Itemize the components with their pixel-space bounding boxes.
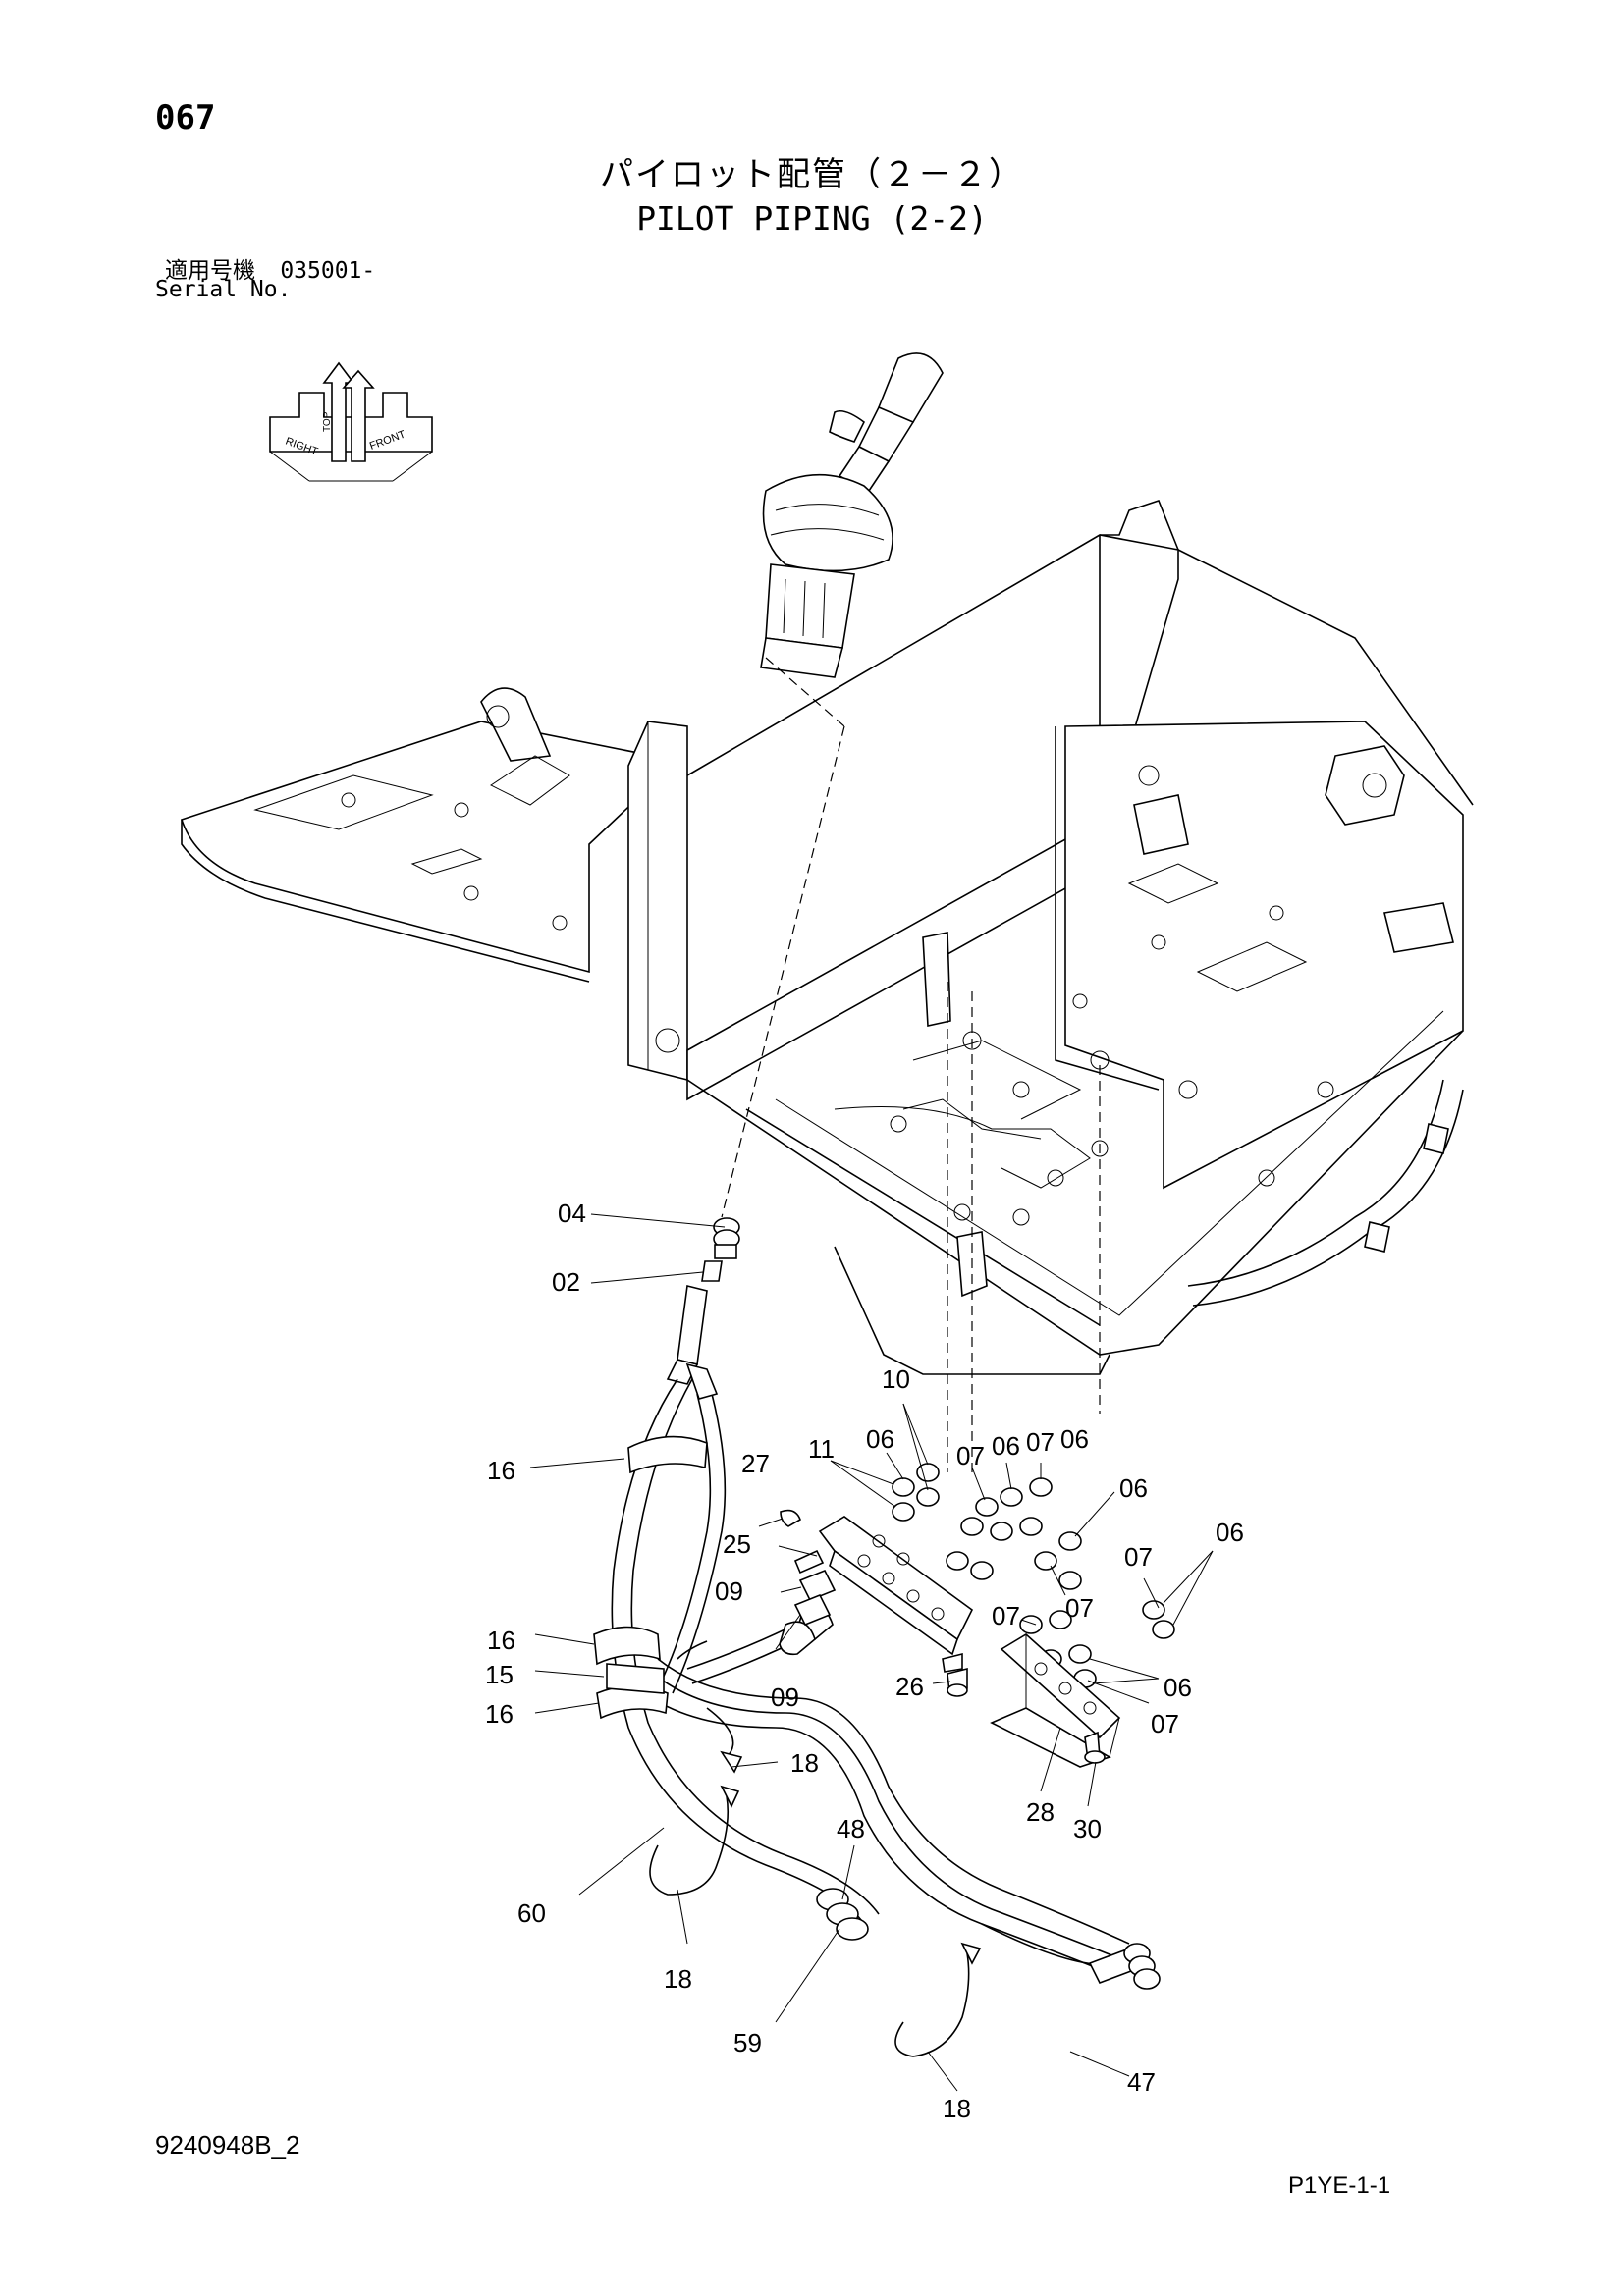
serial-row: 適用号機 035001- [165, 251, 375, 285]
callout-18: 18 [664, 1964, 692, 1994]
serial-label-jp: 適用号機 [165, 258, 255, 284]
callout-60: 60 [517, 1898, 546, 1928]
callout-25: 25 [723, 1529, 751, 1559]
callout-15: 15 [485, 1660, 514, 1689]
callout-18: 18 [943, 2094, 971, 2123]
callout-06: 06 [1216, 1518, 1244, 1547]
hose-connectors [816, 1888, 1161, 1990]
title-english: PILOT PIPING (2-2) [636, 199, 988, 238]
callout-02: 02 [552, 1267, 580, 1297]
callout-labels: 04 02 10 11 06 07 06 07 06 27 25 06 07 0… [485, 1199, 1244, 2123]
joystick-lever [760, 352, 944, 678]
callout-16: 16 [485, 1699, 514, 1729]
callout-06: 06 [1060, 1424, 1089, 1454]
drawing-code: 9240948B_2 [155, 2130, 300, 2160]
cab-frame [627, 500, 1474, 1375]
serial-value: 035001- [280, 258, 376, 284]
orientation-arrows-icon: RIGHT TOP FRONT [269, 361, 433, 482]
callout-16: 16 [487, 1626, 515, 1655]
callout-07: 07 [1026, 1427, 1055, 1457]
callout-06: 06 [1164, 1673, 1192, 1702]
callout-30: 30 [1073, 1814, 1102, 1843]
alignment-lines [721, 657, 1101, 1472]
callout-07: 07 [1151, 1709, 1179, 1738]
bracket-28 [947, 1633, 1121, 1768]
callout-26: 26 [895, 1672, 924, 1701]
callout-09: 09 [715, 1576, 743, 1606]
callout-10: 10 [882, 1364, 910, 1394]
floor-plate [180, 687, 679, 983]
fitting-block-25 [780, 1509, 974, 1673]
callout-16: 16 [487, 1456, 515, 1485]
connector-04-02 [701, 1217, 740, 1282]
right-hose-routing [1187, 1079, 1464, 1307]
hose-clamps [593, 1435, 982, 2057]
callout-06: 06 [992, 1431, 1020, 1461]
callout-18: 18 [790, 1748, 819, 1778]
callout-06: 06 [866, 1424, 894, 1454]
callout-47: 47 [1127, 2067, 1156, 2097]
callout-48: 48 [837, 1814, 865, 1843]
left-hose-bundle [611, 1285, 1130, 1974]
callout-59: 59 [733, 2028, 762, 2057]
callout-06: 06 [1119, 1473, 1148, 1503]
callout-11: 11 [808, 1434, 835, 1464]
callout-04: 04 [558, 1199, 586, 1228]
title-japanese: パイロット配管（２－２） [600, 155, 1024, 194]
page-code: P1YE-1-1 [1288, 2172, 1391, 2199]
callout-27: 27 [741, 1449, 770, 1478]
orientation-label-top: TOP [322, 411, 333, 432]
callout-07: 07 [1065, 1593, 1094, 1623]
callout-07: 07 [1124, 1542, 1153, 1572]
callout-07: 07 [992, 1601, 1020, 1630]
page-number: 067 [155, 98, 216, 137]
leader-lines [529, 1213, 1214, 2092]
callout-07: 07 [956, 1441, 985, 1470]
callout-28: 28 [1026, 1797, 1055, 1827]
callout-09: 09 [771, 1682, 799, 1712]
serial-label-en: Serial No. [155, 277, 292, 302]
